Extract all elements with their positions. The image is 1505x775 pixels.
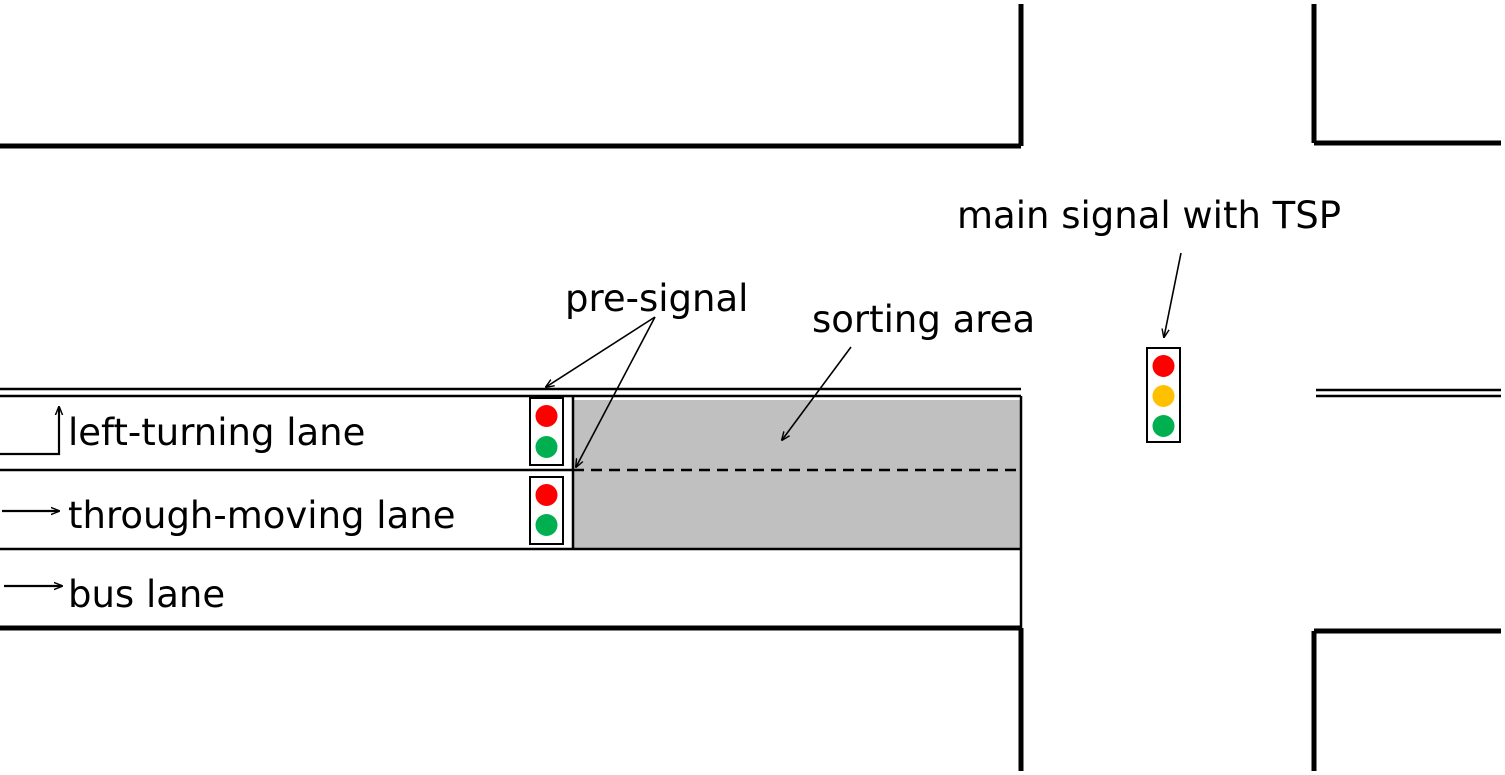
green-light-icon — [1152, 415, 1175, 437]
through-moving-lane-label: through-moving lane — [68, 494, 456, 537]
main-signal-callout-arrow — [1164, 252, 1182, 337]
pre-signal-through — [529, 476, 564, 545]
main-signal-label: main signal with TSP — [957, 194, 1342, 237]
red-light-icon — [535, 484, 558, 506]
pre-signal-label: pre-signal — [565, 277, 749, 320]
amber-light-icon — [1152, 385, 1175, 407]
green-light-icon — [535, 514, 558, 536]
pre-signal-left-turn — [529, 397, 564, 466]
median-lines — [0, 387, 1501, 398]
lane-arrows — [0, 407, 62, 586]
red-light-icon — [1152, 355, 1175, 377]
sorting-area-callout-arrow — [782, 346, 852, 440]
green-light-icon — [535, 436, 558, 458]
bus-lane-label: bus lane — [68, 573, 226, 616]
red-light-icon — [535, 405, 558, 427]
pre-signal-callout-arrow-2 — [576, 316, 656, 467]
sorting-area — [573, 400, 1021, 549]
road-edges — [0, 4, 1501, 771]
callout-arrows — [546, 252, 1182, 467]
left-turning-lane-label: left-turning lane — [68, 411, 366, 454]
left-turn-arrow-icon — [0, 407, 59, 456]
main-signal — [1146, 347, 1181, 443]
sorting-area-label: sorting area — [812, 298, 1036, 341]
pre-signal-callout-arrow-1 — [546, 316, 656, 387]
lane-separators — [0, 396, 1023, 628]
